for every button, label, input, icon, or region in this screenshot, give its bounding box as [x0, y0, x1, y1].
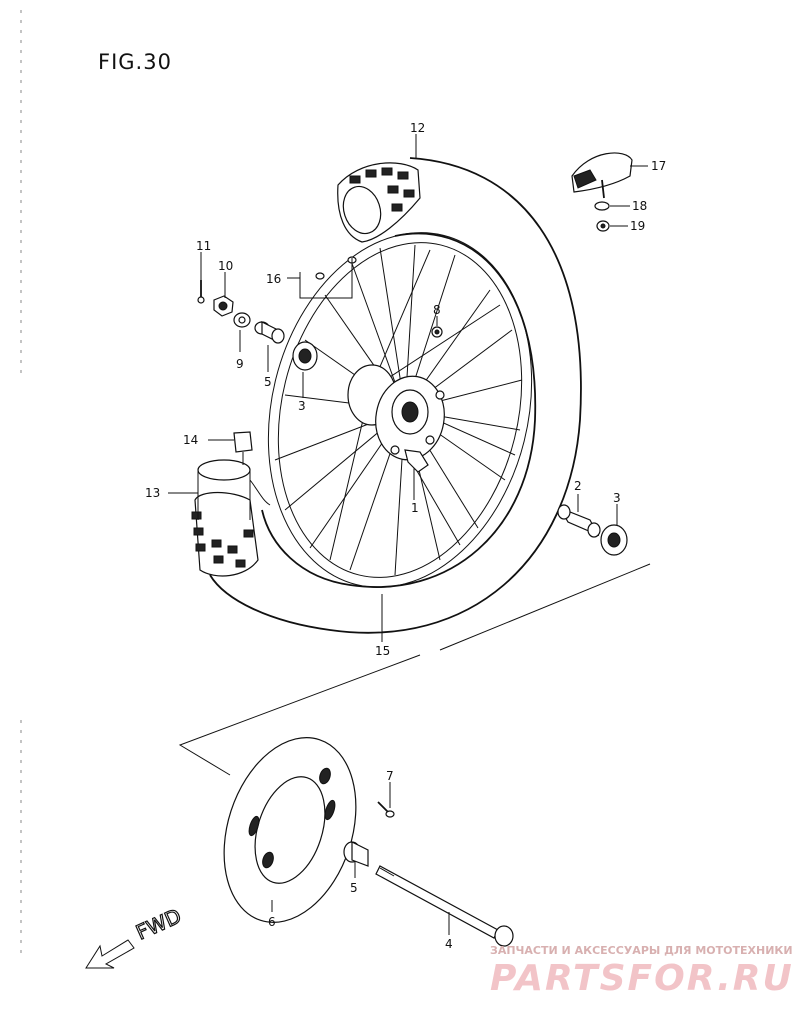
- leader-lines: [168, 134, 648, 935]
- disc-bolt: [377, 801, 395, 818]
- callout-10: 10: [218, 259, 233, 273]
- callout-19: 19: [630, 219, 645, 233]
- hub: [347, 364, 445, 473]
- callout-18: 18: [632, 199, 647, 213]
- tire-tread-top: [349, 167, 415, 212]
- valve-nut: [431, 326, 443, 338]
- forward-arrow: FWD: [85, 903, 185, 969]
- axle: [375, 865, 514, 947]
- callout-3-lower: 3: [613, 491, 621, 505]
- collar-lower: [343, 841, 369, 867]
- bearing-upper: [292, 341, 318, 371]
- cotter-pin: [197, 280, 205, 304]
- callout-5-lower: 5: [350, 881, 358, 895]
- callout-7: 7: [386, 769, 394, 783]
- tube: [197, 459, 271, 520]
- callout-14: 14: [183, 433, 198, 447]
- spoke-nipples: [299, 256, 357, 299]
- callout-5-upper: 5: [264, 375, 272, 389]
- callout-16: 16: [266, 272, 281, 286]
- brake-disc: [223, 737, 357, 923]
- washer: [233, 312, 251, 328]
- rim: [267, 232, 533, 588]
- callout-8: 8: [433, 303, 441, 317]
- rim-lock-nut: [596, 220, 610, 232]
- callouts: 12 11 10 16 8 9 5 3 14 13 1 15 17 18 19 …: [145, 121, 666, 951]
- collar-upper: [254, 321, 285, 344]
- callout-15: 15: [375, 644, 390, 658]
- exploded-lines: [178, 563, 651, 776]
- rim-lock: [571, 152, 633, 199]
- watermark: ЗАПЧАСТИ И АКСЕССУАРЫ ДЛЯ МОТОТЕХНИКИ PA…: [490, 944, 794, 999]
- bearing-lower: [600, 524, 628, 556]
- callout-1: 1: [411, 501, 419, 515]
- callout-2: 2: [574, 479, 582, 493]
- callout-3-upper: 3: [298, 399, 306, 413]
- callout-17: 17: [651, 159, 666, 173]
- callout-13: 13: [145, 486, 160, 500]
- rim-lock-washer: [594, 201, 610, 211]
- rim-band: [233, 431, 253, 465]
- tire: [191, 157, 582, 634]
- figure-title: FIG.30: [98, 50, 172, 74]
- spacer: [557, 504, 601, 538]
- callout-6: 6: [268, 915, 276, 929]
- watermark-brand: PARTSFOR.RU: [490, 958, 794, 999]
- callout-9: 9: [236, 357, 244, 371]
- tire-tread-bottom: [191, 511, 254, 568]
- callout-11: 11: [196, 239, 211, 253]
- watermark-tagline: ЗАПЧАСТИ И АКСЕССУАРЫ ДЛЯ МОТОТЕХНИКИ: [490, 944, 793, 957]
- callout-12: 12: [410, 121, 425, 135]
- castle-nut: [213, 295, 234, 317]
- callout-4: 4: [445, 937, 453, 951]
- forward-label: FWD: [132, 904, 184, 945]
